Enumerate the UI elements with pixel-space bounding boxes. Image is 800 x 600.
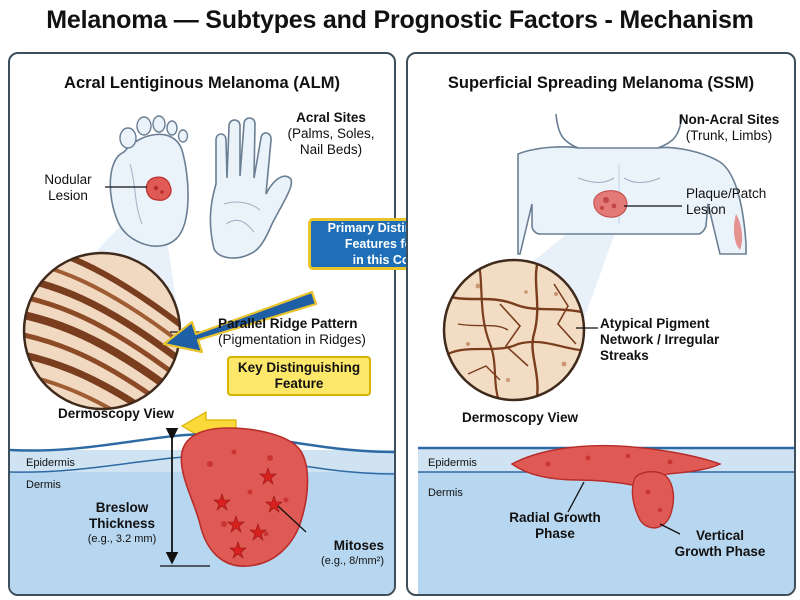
- radial-growth-label: Radial Growth Phase: [492, 510, 618, 542]
- radial-line2: Phase: [535, 526, 575, 541]
- radial-growth-shape: [510, 444, 722, 487]
- alm-panel-title: Acral Lentiginous Melanoma (ALM): [64, 74, 340, 92]
- alm-tumor-shape: [180, 427, 309, 567]
- vertical-line2: Growth Phase: [674, 544, 766, 559]
- ssm-panel-title: Superficial Spreading Melanoma (SSM): [447, 74, 755, 92]
- nodular-lesion-line2: Lesion: [48, 188, 88, 203]
- atypical-line3: Streaks: [600, 348, 649, 363]
- plaque-line1: Plaque/Patch: [686, 186, 767, 201]
- atypical-line2: Network / Irregular: [600, 332, 720, 347]
- ssm-panel: Superficial Spreading Melanoma (SSM) Non…: [406, 52, 796, 596]
- key-callout-line1: Key Distinguishing: [237, 360, 361, 375]
- nodular-lesion-shape: [145, 176, 172, 201]
- alm-dermoscopy-label: Dermoscopy View: [58, 406, 175, 421]
- radial-line1: Radial Growth: [509, 510, 601, 525]
- breslow-thickness-label: Breslow Thickness (e.g., 3.2 mm): [76, 500, 168, 546]
- alm-illustration: [10, 115, 394, 594]
- key-feature-callout: Key Distinguishing Feature: [227, 356, 371, 396]
- acral-sites-heading: Acral Sites: [296, 110, 366, 125]
- parallel-ridge-label: Parallel Ridge Pattern (Pigmentation in …: [218, 316, 394, 348]
- ssm-dermis-label: Dermis: [428, 487, 463, 499]
- acral-sites-line1: (Palms, Soles,: [287, 126, 375, 141]
- plaque-line2: Lesion: [686, 202, 726, 217]
- alm-panel: Acral Lentiginous Melanoma (ALM) Acral S…: [8, 52, 396, 596]
- atypical-network-label: Atypical Pigment Network / Irregular Str…: [600, 316, 780, 364]
- nodular-lesion-label: Nodular Lesion: [32, 172, 104, 204]
- non-acral-heading: Non-Acral Sites: [678, 112, 780, 127]
- vertical-line1: Vertical: [695, 528, 745, 543]
- ssm-skin-section: [418, 444, 794, 594]
- breslow-line1: Breslow: [95, 500, 149, 515]
- plaque-lesion-shape: [593, 190, 628, 218]
- alm-skin-section: [10, 427, 394, 594]
- ssm-epidermis-label: Epidermis: [428, 457, 477, 469]
- plaque-patch-label: Plaque/Patch Lesion: [686, 186, 790, 218]
- primary-callout-arrow: [162, 290, 318, 354]
- breslow-line2: Thickness: [88, 516, 156, 531]
- nodular-lesion-line1: Nodular: [44, 172, 92, 187]
- mitoses-markers: [213, 467, 283, 559]
- mitoses-label: Mitoses (e.g., 8/mm²): [290, 538, 384, 568]
- ssm-illustration: [418, 113, 794, 594]
- breslow-line3: (e.g., 3.2 mm): [87, 533, 157, 545]
- parallel-ridge-heading: Parallel Ridge Pattern: [218, 316, 358, 331]
- acral-sites-label: Acral Sites (Palms, Soles, Nail Beds): [276, 110, 386, 158]
- non-acral-sub: (Trunk, Limbs): [685, 128, 773, 143]
- torso-illustration: [517, 113, 747, 255]
- key-callout-line2: Feature: [274, 376, 324, 391]
- atypical-line1: Atypical Pigment: [600, 316, 710, 331]
- dermoscopy-circle-network: [442, 258, 586, 402]
- acral-sites-line2: Nail Beds): [299, 142, 363, 157]
- palm-illustration: [209, 117, 293, 259]
- alm-epidermis-label: Epidermis: [26, 457, 75, 469]
- ssm-dermoscopy-label: Dermoscopy View: [462, 410, 579, 425]
- mitoses-heading: Mitoses: [333, 538, 384, 553]
- parallel-ridge-sub: (Pigmentation in Ridges): [218, 332, 366, 347]
- non-acral-sites-label: Non-Acral Sites (Trunk, Limbs): [670, 112, 788, 144]
- alm-dermis-label: Dermis: [26, 479, 61, 491]
- vertical-growth-shape: [631, 470, 675, 529]
- page-title: Melanoma — Subtypes and Prognostic Facto…: [46, 6, 754, 34]
- vertical-growth-label: Vertical Growth Phase: [658, 528, 782, 560]
- mitoses-sub: (e.g., 8/mm²): [321, 555, 384, 567]
